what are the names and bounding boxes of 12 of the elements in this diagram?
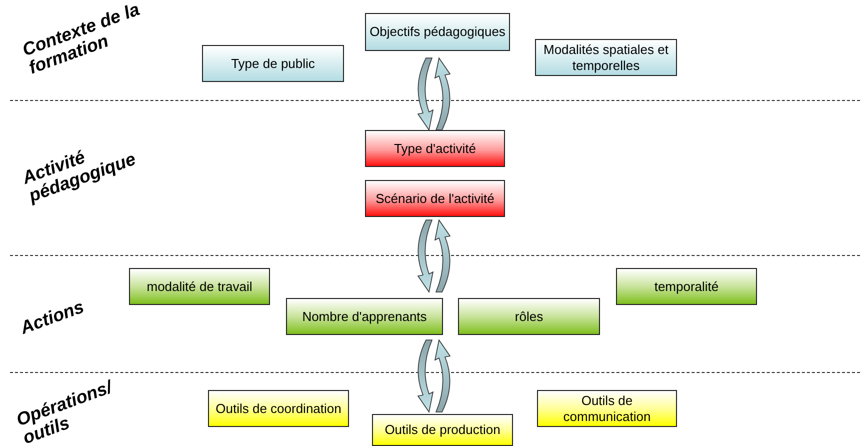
concept-box: Scénario de l'activité	[365, 180, 505, 217]
concept-box: temporalité	[616, 268, 757, 305]
concept-box: Nombre d'apprenants	[286, 298, 443, 335]
concept-box: Outils de production	[372, 414, 513, 446]
concept-box: Objectifs pédagogiques	[365, 13, 510, 51]
concept-box: Type d'activité	[365, 130, 505, 167]
concept-box: Outils de coordination	[208, 390, 349, 427]
concept-box: modalité de travail	[129, 268, 270, 305]
concept-box: Outils de communication	[537, 390, 677, 427]
concept-box: Modalités spatiales et temporelles	[535, 39, 677, 76]
concept-box: Type de public	[202, 45, 344, 82]
concept-box: rôles	[458, 298, 600, 335]
